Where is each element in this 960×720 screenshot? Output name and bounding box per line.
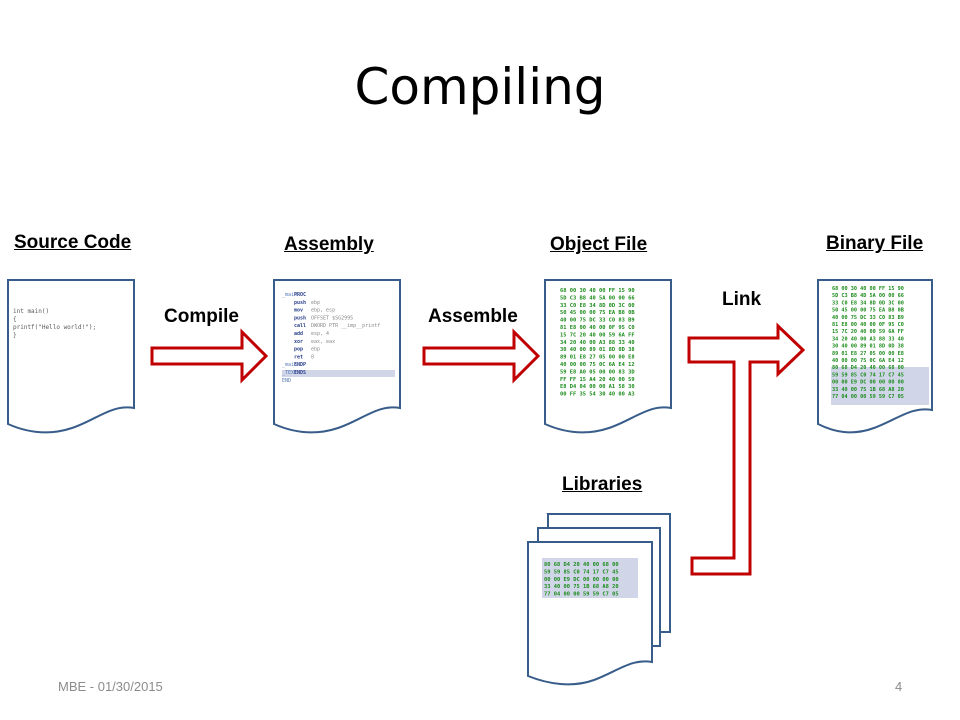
binary-hex-line: 15 7C 20 40 00 59 6A FF — [832, 329, 904, 335]
assembly-op-text: ret — [294, 354, 303, 360]
binary-hex-line: 40 00 00 75 0C 6A E4 12 — [832, 358, 904, 364]
assembly-label: Assembly — [284, 234, 374, 255]
source-code-line: { — [13, 316, 17, 323]
binary-hex-line: 80 68 D4 20 40 00 68 00 — [832, 365, 904, 371]
page-number: 4 — [895, 679, 903, 694]
assembly-op-text: ENDS — [294, 370, 306, 376]
assembly-label-text: _main — [282, 362, 297, 368]
binary-hex-line: 81 E8 00 40 00 0F 95 C0 — [832, 322, 904, 328]
assembly-label-text: END — [282, 378, 291, 384]
binary-hex-line: 89 01 E8 27 05 00 00 E8 — [832, 351, 904, 357]
source-code-line: printf("Hello world!"); — [13, 324, 96, 331]
link-step-label: Link — [722, 289, 762, 310]
footer-date: MBE - 01/30/2015 — [58, 679, 163, 694]
assembly-op-text: mov — [294, 308, 303, 314]
assembly-op-text: add — [294, 331, 303, 337]
library-hex-line: 33 40 00 75 1B 68 A8 20 — [544, 584, 619, 590]
binary-hex-line: 59 59 85 C0 74 17 C7 45 — [832, 372, 904, 378]
source-code-label: Source Code — [14, 232, 132, 253]
binary-hex-line: 33 C0 E8 34 8D 0D 3C 00 — [832, 300, 904, 306]
assembly-args-text: ebp — [311, 347, 320, 353]
compile-step-label: Compile — [164, 306, 239, 327]
assembly-op-text: PROC — [294, 292, 306, 298]
object-hex-line: 15 7C 20 40 00 59 6A FF — [560, 332, 635, 338]
assemble-step-label: Assemble — [428, 306, 518, 327]
source-code-line: } — [13, 332, 17, 339]
binary-hex-line: 34 20 40 00 A3 88 33 40 — [832, 336, 904, 342]
assembly-args-text: 0 — [311, 354, 314, 360]
binary-hex-line: 77 04 00 00 59 59 C7 05 — [832, 394, 904, 400]
assembly-args-text: DWORD PTR __imp__printf — [311, 323, 380, 329]
library-hex-line: 00 00 E9 DC 00 00 00 00 — [544, 577, 619, 583]
assembly-args-text: ebp — [311, 300, 320, 306]
assembly-args-text: ebp, esp — [311, 308, 335, 314]
object-hex-line: E8 D4 04 00 00 A1 58 30 — [560, 384, 635, 390]
compile-arrow — [150, 328, 269, 384]
assemble-arrow — [422, 328, 541, 384]
assembly-op-text: call — [294, 323, 306, 329]
object-hex-line: 40 00 75 DC 33 C0 83 B9 — [560, 318, 635, 324]
object-file-label: Object File — [550, 234, 648, 255]
object-hex-line: 5D C3 B8 40 5A 00 00 66 — [560, 295, 635, 301]
binary-hex-line: 5D C3 B8 4D 5A 00 00 66 — [832, 293, 904, 299]
object-hex-line: 50 45 00 00 75 EA B8 0B — [560, 310, 635, 316]
binary-hex-line: 30 40 00 89 01 8D 0D 38 — [832, 344, 904, 350]
assembly-op-text: push — [294, 315, 306, 321]
object-hex-line: 81 E8 00 40 00 0F 95 C0 — [560, 325, 635, 331]
library-hex-line: 77 04 00 00 59 59 C7 05 — [544, 592, 619, 598]
assembly-op-text: ENDP — [294, 362, 306, 368]
link-arrow — [687, 322, 806, 378]
library-hex-line: 80 68 D4 20 40 00 68 00 — [544, 562, 619, 568]
source-code-line: int main() — [13, 308, 49, 315]
libraries-label: Libraries — [562, 474, 643, 495]
assembly-op-text: push — [294, 300, 306, 306]
object-hex-line: 68 00 30 40 00 FF 15 90 — [560, 288, 635, 294]
assembly-label-text: _main — [282, 292, 297, 298]
library-hex-line: 59 59 85 C0 74 17 C7 45 — [544, 569, 619, 575]
assembly-args-text: eax, eax — [311, 339, 335, 345]
object-hex-line: 00 FF 35 54 30 40 00 A3 — [560, 392, 635, 398]
binary-hex-line: 33 40 00 75 1B 68 A8 20 — [832, 387, 904, 393]
assembly-args-text: esp, 4 — [311, 331, 329, 337]
assembly-op-text: pop — [294, 347, 303, 353]
object-hex-line: 40 00 00 75 0C 6A E4 12 — [560, 362, 635, 368]
binary-file-label: Binary File — [826, 233, 924, 254]
library-connector-arrow — [690, 362, 752, 576]
object-hex-line: 33 C0 E8 34 8D 0D 3C 00 — [560, 303, 635, 309]
object-hex-line: FF FF 15 A4 20 40 00 59 — [560, 377, 635, 383]
object-hex-line: 59 E8 A0 05 00 00 83 3D — [560, 369, 635, 375]
binary-hex-line: 68 00 30 40 00 FF 15 90 — [832, 286, 904, 292]
object-hex-line: 30 40 00 89 01 8D 0D 38 — [560, 347, 635, 353]
source-code-document: int main(){ printf("Hello world!");} — [7, 279, 135, 434]
assembly-op-text: xor — [294, 339, 303, 345]
binary-hex-line: 40 00 75 DC 33 C0 83 B9 — [832, 315, 904, 321]
slide-title: Compiling — [354, 58, 606, 116]
binary-hex-line: 00 00 E9 DC 00 00 00 00 — [832, 380, 904, 386]
assembly-args-text: OFFSET $SG2995 — [311, 315, 353, 321]
object-hex-line: 34 20 40 00 A3 88 33 40 — [560, 340, 635, 346]
object-hex-line: 89 01 E8 27 05 00 00 E8 — [560, 355, 635, 361]
assembly-label-text: _TEXT — [282, 370, 297, 376]
binary-hex-line: 50 45 00 00 75 EA B8 0B — [832, 308, 904, 314]
